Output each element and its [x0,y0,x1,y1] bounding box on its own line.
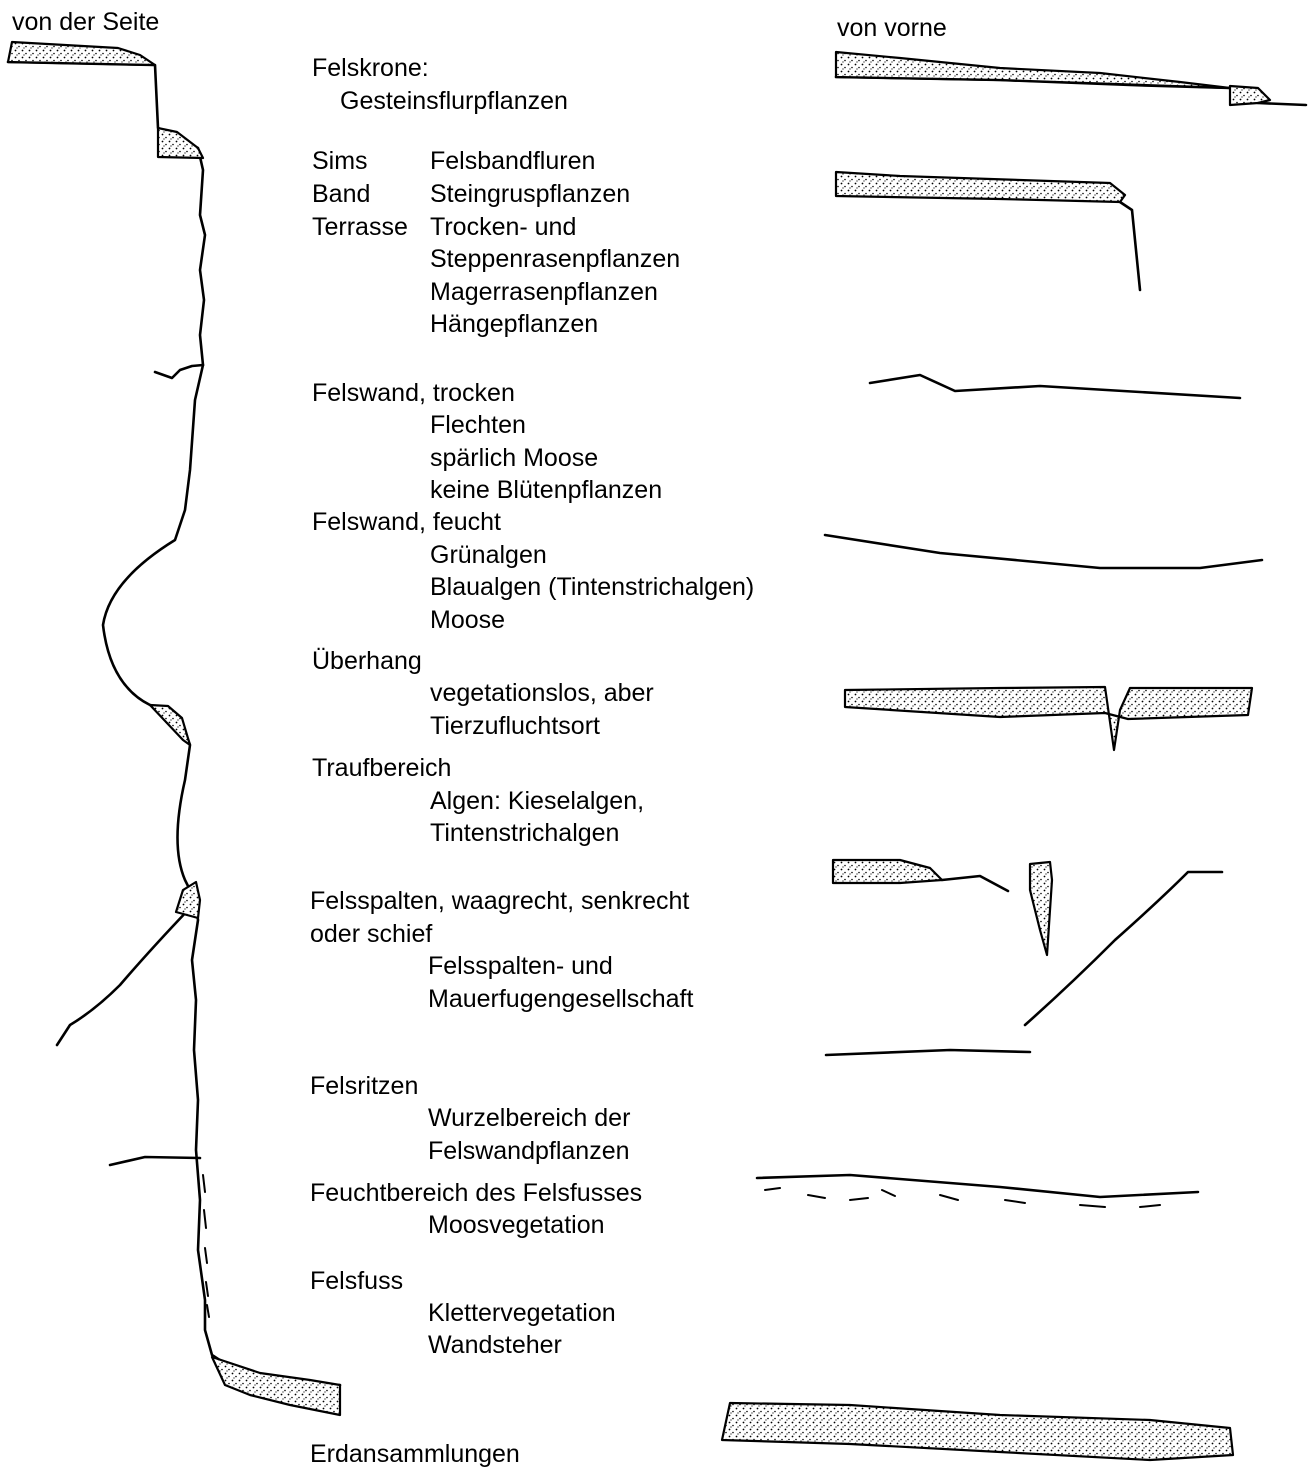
zone-wet-wall-item: Blaualgen (Tintenstrichalgen) [430,573,755,601]
side-soil-deposits [6,40,342,1417]
front-view-heading: von vorne [837,14,947,42]
soil-ledge [156,126,205,160]
zone-felskrone-title: Felskrone: [312,54,429,82]
soil-foot [210,1355,342,1417]
front-moist-foot [755,1173,1200,1199]
front-soil-crevice [831,858,944,885]
zone-wet-wall-item: Grünalgen [430,541,547,569]
zone-ledge-item: Hängepflanzen [430,310,599,338]
zone-crevice-title-2: oder schief [310,920,433,948]
zone-dry-wall-item: keine Blütenpflanzen [430,476,663,504]
zone-drip-title: Traufbereich [312,754,452,782]
soil-crown [6,40,157,67]
zone-drip-item: Algen: Kieselalgen, [430,787,645,815]
front-soil-bottom [720,1401,1235,1462]
zone-moist-foot-item: Moosvegetation [428,1211,605,1239]
zone-ledge-item: Steppenrasenpflanzen [430,245,681,273]
zone-overhang-title: Überhang [312,647,422,675]
zone-foot-item: Wandsteher [428,1331,562,1359]
soil-crevice [174,880,202,920]
moss-dashes [202,1174,210,1318]
zone-foot-item: Klettervegetation [428,1299,616,1327]
zone-dry-wall-item: spärlich Moose [430,444,599,472]
zone-crevice-item: Mauerfugengesellschaft [428,985,694,1013]
zone-dry-wall-title: Felswand, trocken [312,379,515,407]
front-ledge-drop [1118,200,1142,292]
front-crevice-horizontal [940,874,1010,893]
front-crevice-bottom [824,1048,1032,1057]
zone-ledge-term: Terrasse [312,213,408,241]
side-view-heading: von der Seite [12,8,160,36]
front-views [755,75,1308,1208]
front-soil-deposits [720,50,1272,1462]
front-soil-crown [834,50,1232,90]
zone-soil-title: Erdansammlungen [310,1440,520,1468]
zone-fissure-title: Felsritzen [310,1072,419,1100]
zone-ledge-item: Felsbandfluren [430,147,596,175]
crack-upper [153,363,205,380]
zone-crevice-title: Felsspalten, waagrecht, senkrecht [310,887,690,915]
front-wet-wall [823,533,1264,570]
front-soil-crevice-wedge [1028,860,1054,957]
zone-overhang-item: Tierzufluchtsort [430,712,600,740]
front-moist-dashes [764,1187,1161,1208]
zone-foot-title: Felsfuss [310,1267,404,1295]
front-soil-overhang [843,685,1254,752]
zone-wet-wall-item: Moose [430,606,506,634]
front-soil-crown-small [1228,84,1272,107]
front-dry-wall [868,373,1242,400]
zone-fissure-item: Felswandpflanzen [428,1137,630,1165]
zone-wet-wall-title: Felswand, feucht [312,508,501,536]
zone-ledge-item: Trocken- und [430,213,577,241]
zone-ledge-item: Magerrasenpflanzen [430,278,658,306]
front-soil-ledge [834,170,1127,204]
zone-moist-foot-title: Feuchtbereich des Felsfusses [310,1179,643,1207]
zone-ledge-term: Band [312,180,371,208]
zone-crevice-item: Felsspalten- und [428,952,613,980]
zone-overhang-item: vegetationslos, aber [430,679,654,707]
crack-lower [108,1155,202,1167]
front-crevice-diagonal [1023,870,1224,1027]
cliff-profile-line [6,60,342,1387]
zone-drip-item: Tintenstrichalgen [430,819,620,847]
side-profile [6,60,342,1387]
crack-middle [55,906,192,1047]
zone-felskrone-item: Gesteinsflurpflanzen [340,87,568,115]
soil-overhang [148,703,192,747]
zone-ledge-item: Steingruspflanzen [430,180,631,208]
zone-dry-wall-item: Flechten [430,411,526,439]
zone-ledge-term: Sims [312,147,368,175]
zone-fissure-item: Wurzelbereich der [428,1104,631,1132]
